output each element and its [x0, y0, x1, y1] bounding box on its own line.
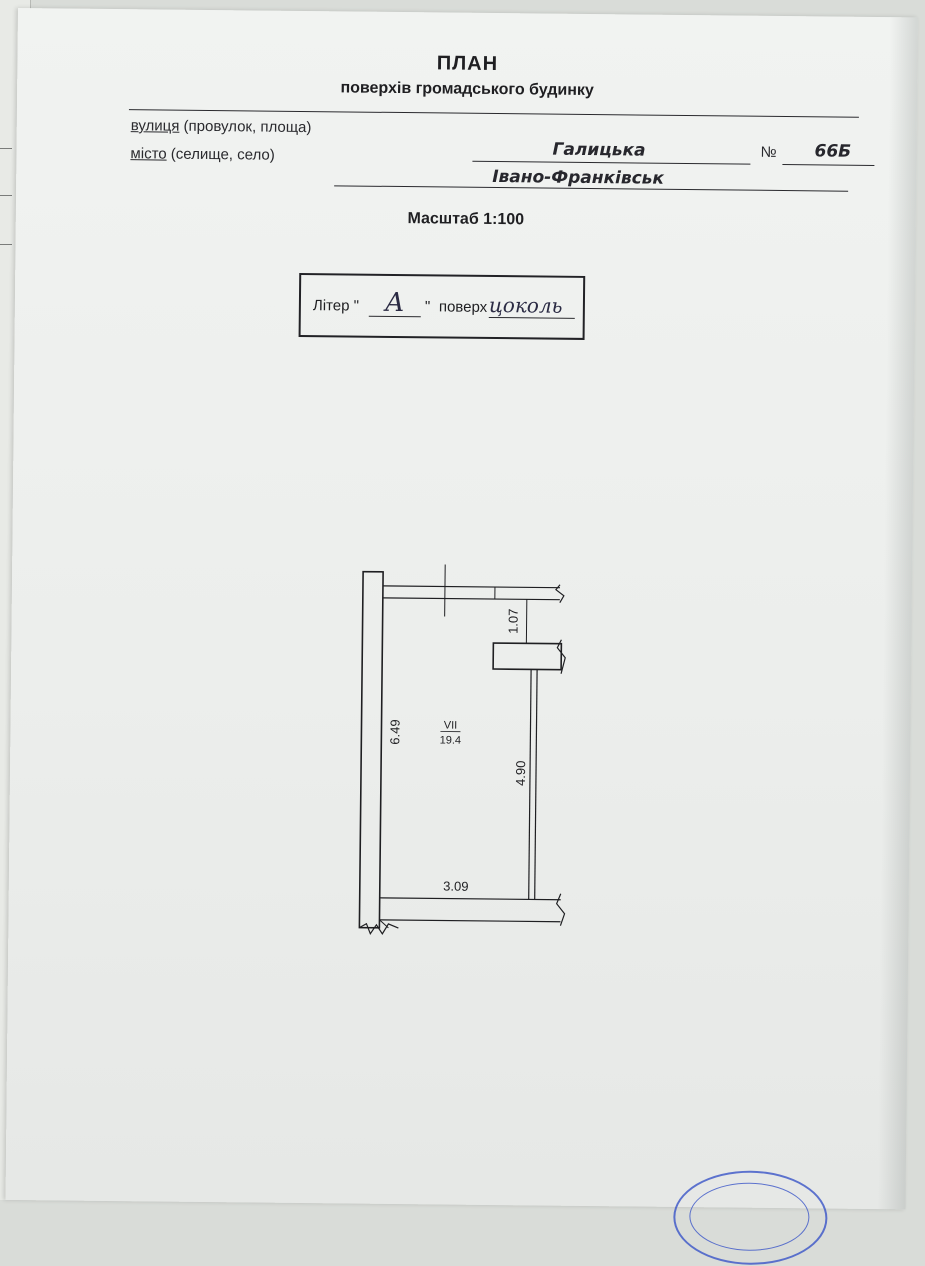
edge-mark: [0, 244, 12, 245]
right-partition-right-line: [535, 669, 537, 899]
stamp-inner-ring: [689, 1182, 810, 1251]
top-wall-inner-line: [383, 586, 560, 588]
document-sheet: ПЛАН поверхів громадського будинку вулиц…: [6, 8, 918, 1209]
wall-stub: [493, 643, 561, 670]
section-axis-mark: [445, 565, 446, 617]
bottom-wall-inner-line: [380, 898, 561, 900]
dim-label-left: 6.49: [387, 719, 402, 744]
left-wall: [359, 572, 383, 928]
top-wall-outer-line: [383, 598, 560, 600]
floor-plan-drawing: 1.07 6.49 4.90 3.09 VII 19.4: [6, 8, 918, 1209]
right-partition-left-line: [529, 669, 531, 899]
break-mark-bottom-right: [556, 894, 564, 926]
bottom-wall-outer-line: [379, 920, 560, 922]
official-stamp: [673, 1170, 828, 1266]
dim-label-right: 4.90: [513, 761, 528, 786]
room-area: 19.4: [440, 734, 462, 746]
dim-label-bottom: 3.09: [443, 879, 468, 894]
room-number: VII: [444, 719, 458, 731]
edge-mark: [0, 148, 12, 149]
corner-line: [379, 920, 388, 928]
edge-mark: [0, 195, 12, 196]
dim-label-top: 1.07: [505, 608, 520, 633]
